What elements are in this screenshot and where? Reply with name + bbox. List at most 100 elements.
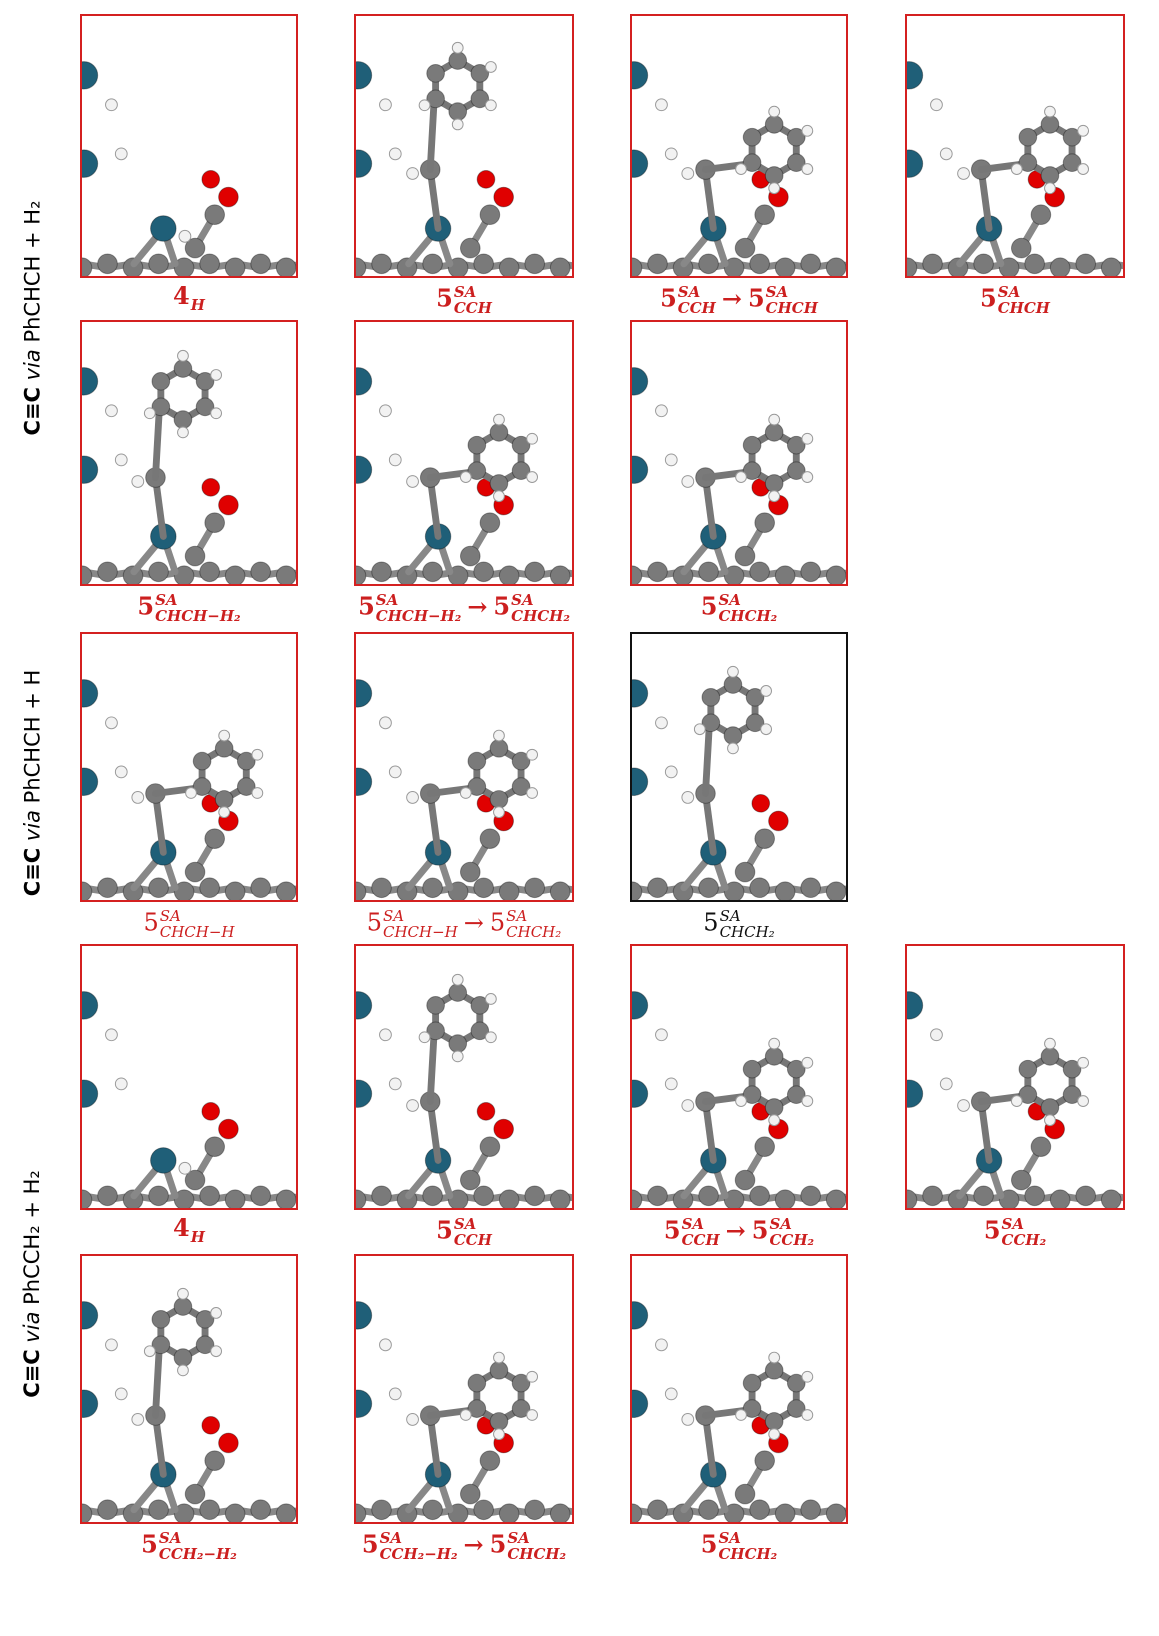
bond bbox=[426, 474, 442, 540]
metal-atom bbox=[907, 149, 924, 178]
oxygen-atom bbox=[201, 478, 221, 497]
metal-atom bbox=[632, 367, 649, 396]
carbon-atom bbox=[549, 881, 571, 900]
carbon-atom bbox=[498, 881, 520, 900]
carbon-atom bbox=[489, 474, 509, 493]
hydrogen-atom bbox=[1044, 182, 1056, 195]
carbon-atom bbox=[192, 777, 212, 796]
hydrogen-atom bbox=[484, 61, 497, 73]
hydrogen-atom bbox=[655, 1028, 668, 1042]
hydrogen-atom bbox=[681, 1099, 695, 1112]
hydrogen-atom bbox=[105, 98, 118, 112]
carbon-atom bbox=[786, 1059, 806, 1079]
oxygen-atom bbox=[218, 494, 239, 516]
molecular-model bbox=[82, 1287, 296, 1522]
carbon-atom bbox=[447, 565, 469, 584]
hydrogen-atom bbox=[1044, 105, 1056, 118]
structure-panel-r1-4 bbox=[905, 14, 1125, 278]
carbon-atom bbox=[754, 1136, 775, 1158]
carbon-atom bbox=[723, 1503, 745, 1522]
metal-atom bbox=[356, 149, 373, 178]
molecular-model bbox=[356, 41, 572, 276]
bond bbox=[426, 1028, 438, 1105]
molecular-model bbox=[632, 665, 846, 900]
carbon-atom bbox=[698, 1185, 719, 1207]
hydrogen-atom bbox=[801, 471, 814, 483]
hydrogen-atom bbox=[664, 1077, 678, 1091]
hydrogen-atom bbox=[406, 791, 419, 804]
metal-atom bbox=[632, 1301, 649, 1330]
bond bbox=[426, 1098, 442, 1164]
hydrogen-atom bbox=[760, 723, 772, 736]
carbon-atom bbox=[632, 881, 643, 900]
carbon-atom bbox=[1040, 166, 1060, 185]
carbon-atom bbox=[511, 1373, 531, 1393]
carbon-atom bbox=[173, 1189, 195, 1208]
carbon-atom bbox=[489, 1412, 509, 1431]
molecular-model bbox=[82, 61, 296, 276]
hydrogen-atom bbox=[493, 413, 505, 426]
carbon-atom bbox=[275, 1189, 296, 1208]
carbon-atom bbox=[786, 153, 806, 173]
carbon-atom bbox=[1024, 253, 1045, 275]
carbon-atom bbox=[754, 512, 775, 534]
hydrogen-atom bbox=[177, 349, 189, 362]
carbon-atom bbox=[184, 1169, 206, 1191]
hydrogen-atom bbox=[1044, 1037, 1056, 1050]
hydrogen-atom bbox=[131, 475, 145, 488]
bond bbox=[977, 1098, 993, 1164]
bond bbox=[702, 1412, 717, 1478]
molecular-model bbox=[356, 973, 572, 1208]
metal-atom bbox=[632, 1389, 649, 1418]
carbon-atom bbox=[459, 237, 481, 259]
hydrogen-atom bbox=[105, 404, 118, 418]
carbon-atom bbox=[742, 153, 762, 173]
hydrogen-atom bbox=[1077, 1095, 1090, 1107]
carbon-atom bbox=[498, 257, 520, 276]
structure-panel-r5-2 bbox=[354, 1254, 574, 1524]
carbon-atom bbox=[467, 751, 487, 771]
hydrogen-atom bbox=[801, 1370, 814, 1383]
carbon-atom bbox=[470, 995, 490, 1015]
metal-atom bbox=[82, 1079, 99, 1108]
hydrogen-atom bbox=[1010, 1095, 1023, 1107]
carbon-atom bbox=[467, 461, 487, 480]
carbon-atom bbox=[973, 253, 994, 275]
carbon-atom bbox=[151, 1309, 171, 1329]
oxygen-atom bbox=[751, 793, 771, 813]
carbon-atom bbox=[195, 1309, 215, 1329]
bond bbox=[702, 474, 717, 540]
hydrogen-atom bbox=[1044, 1114, 1056, 1127]
structure-panel-r5-1 bbox=[80, 1254, 298, 1524]
carbon-atom bbox=[224, 257, 246, 276]
hydrogen-atom bbox=[727, 665, 739, 678]
hydrogen-atom bbox=[655, 1338, 668, 1352]
row-label-phchch-h2: C≡C via PhCHCH + H₂ bbox=[20, 200, 45, 436]
metal-atom bbox=[82, 1389, 99, 1418]
hydrogen-atom bbox=[418, 99, 431, 112]
hydrogen-atom bbox=[957, 167, 970, 180]
oxygen-atom bbox=[201, 170, 221, 189]
carbon-atom bbox=[422, 1499, 443, 1521]
hydrogen-atom bbox=[727, 742, 739, 755]
carbon-atom bbox=[511, 1399, 531, 1418]
hydrogen-atom bbox=[768, 105, 781, 118]
carbon-atom bbox=[922, 1185, 943, 1207]
hydrogen-atom bbox=[735, 1095, 747, 1107]
hydrogen-atom bbox=[379, 716, 392, 730]
carbon-atom bbox=[422, 561, 443, 583]
carbon-atom bbox=[800, 1499, 821, 1521]
carbon-atom bbox=[470, 1021, 490, 1041]
carbon-atom bbox=[723, 726, 743, 745]
carbon-atom bbox=[97, 561, 118, 583]
hydrogen-atom bbox=[493, 1351, 505, 1364]
carbon-atom bbox=[698, 253, 719, 275]
structure-panel-r4-1 bbox=[80, 944, 298, 1210]
carbon-atom bbox=[524, 561, 545, 583]
carbon-atom bbox=[195, 1335, 215, 1355]
hydrogen-atom bbox=[760, 685, 772, 697]
carbon-atom bbox=[82, 565, 93, 584]
oxygen-atom bbox=[476, 1102, 496, 1121]
carbon-atom bbox=[734, 545, 756, 567]
